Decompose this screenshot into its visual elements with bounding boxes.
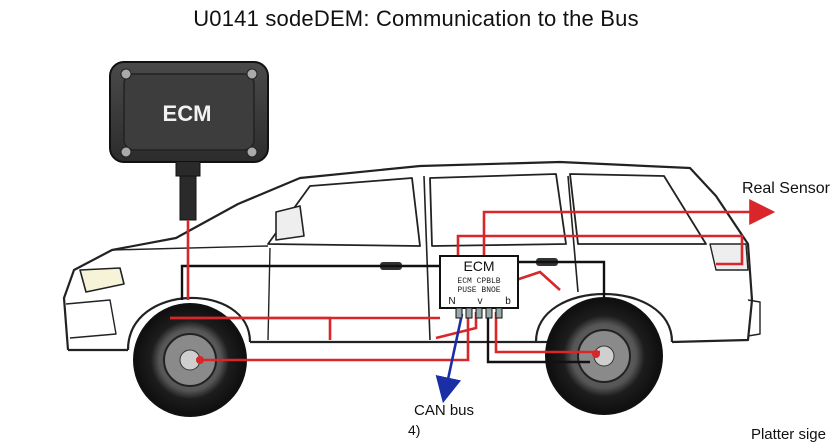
- platter-label: Platter sige: [750, 426, 826, 443]
- can-bus-label: CAN bus: [414, 402, 475, 419]
- ecm-pin-label-middle: v: [478, 296, 483, 307]
- signal-wires: [170, 199, 776, 362]
- ecm-module: ECM: [109, 61, 269, 163]
- ecm-pin: [475, 307, 483, 319]
- ecm-pin-label-left: N: [448, 296, 455, 307]
- ecm-unit-label: ECM: [463, 258, 494, 274]
- rear-wheel: [545, 297, 663, 415]
- ecm-pin: [485, 307, 493, 319]
- ecm-unit: ECM ECM CPBLB PUSE BNOE N v b: [439, 255, 519, 319]
- wheel-sensor-dot-front: [196, 356, 204, 364]
- can-bus-note: 4): [408, 422, 421, 438]
- ecm-pin: [455, 307, 463, 319]
- diagram-title: U0141 sodeDEM: Communication to the Bus: [193, 6, 639, 31]
- ecm-unit-subline-2: PUSE BNOE: [457, 286, 500, 295]
- ecm-module-label: ECM: [163, 101, 212, 126]
- ground-wires: [180, 260, 606, 364]
- ecm-unit-subline-1: ECM CPBLB: [457, 277, 500, 286]
- wheel-sensor-dot-rear: [592, 350, 600, 358]
- ecm-connector: [175, 162, 201, 221]
- ecm-pin: [465, 307, 473, 319]
- ecm-pin-label-right: b: [505, 296, 511, 307]
- ecm-pin: [495, 307, 503, 319]
- sensor-label: Real Sensor: [741, 180, 830, 197]
- can-bus-wire: [435, 313, 464, 404]
- front-wheel: [133, 303, 247, 417]
